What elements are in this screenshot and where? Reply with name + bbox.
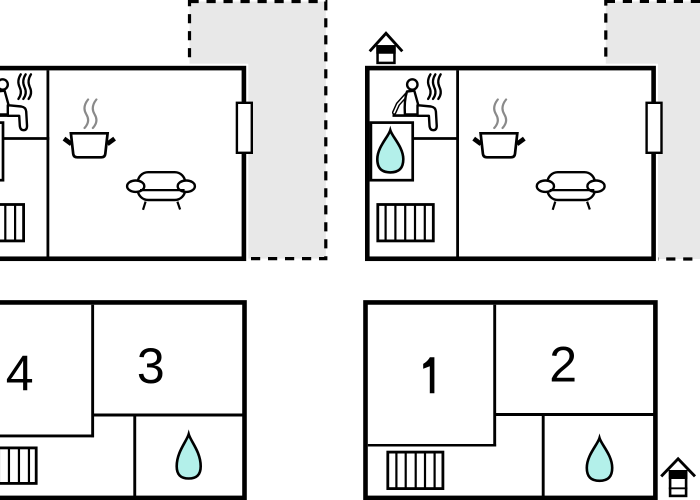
- svg-text:4: 4: [6, 346, 34, 402]
- svg-text:3: 3: [137, 338, 165, 394]
- svg-text:2: 2: [549, 337, 577, 393]
